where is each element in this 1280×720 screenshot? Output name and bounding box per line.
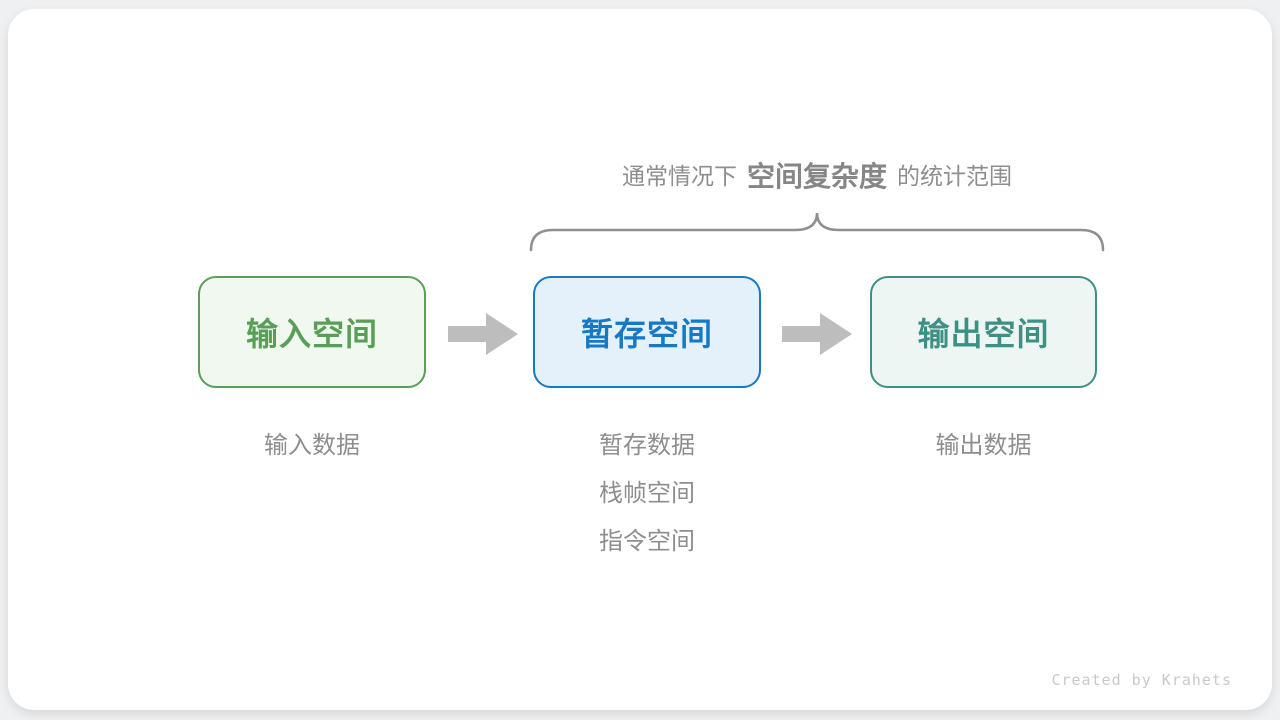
scope-brace-icon — [529, 212, 1105, 252]
notes-output-space: 输出数据 — [870, 422, 1097, 470]
scope-brace-path — [529, 212, 1105, 252]
title-suffix: 的统计范围 — [897, 163, 1012, 189]
box-input-space: 输入空间 — [198, 276, 426, 388]
arrow-right-shape — [782, 313, 852, 355]
diagram-title: 通常情况下空间复杂度的统计范围 — [531, 155, 1103, 195]
arrow-right-icon — [782, 313, 852, 355]
arrow-right-shape — [448, 313, 518, 355]
box-temp-space: 暂存空间 — [533, 276, 761, 388]
watermark-credit: Created by Krahets — [1051, 671, 1232, 689]
box-temp-space-label: 暂存空间 — [580, 316, 713, 352]
arrow-right-icon — [448, 313, 518, 355]
notes-temp-space: 暂存数据 栈帧空间 指令空间 — [533, 422, 761, 566]
notes-input-space: 输入数据 — [198, 422, 426, 470]
note-line: 栈帧空间 — [599, 480, 695, 507]
box-input-space-label: 输入空间 — [245, 316, 378, 352]
box-output-space: 输出空间 — [870, 276, 1097, 388]
title-highlight: 空间复杂度 — [746, 161, 887, 192]
title-prefix: 通常情况下 — [621, 163, 737, 189]
note-line: 输出数据 — [935, 432, 1032, 459]
note-line: 指令空间 — [599, 528, 695, 555]
note-line: 暂存数据 — [599, 432, 695, 459]
note-line: 输入数据 — [264, 432, 360, 459]
diagram-card: 通常情况下空间复杂度的统计范围 输入空间 暂存空间 输出空间 输入数据 暂存数据… — [8, 9, 1272, 710]
box-output-space-label: 输出空间 — [917, 316, 1050, 352]
